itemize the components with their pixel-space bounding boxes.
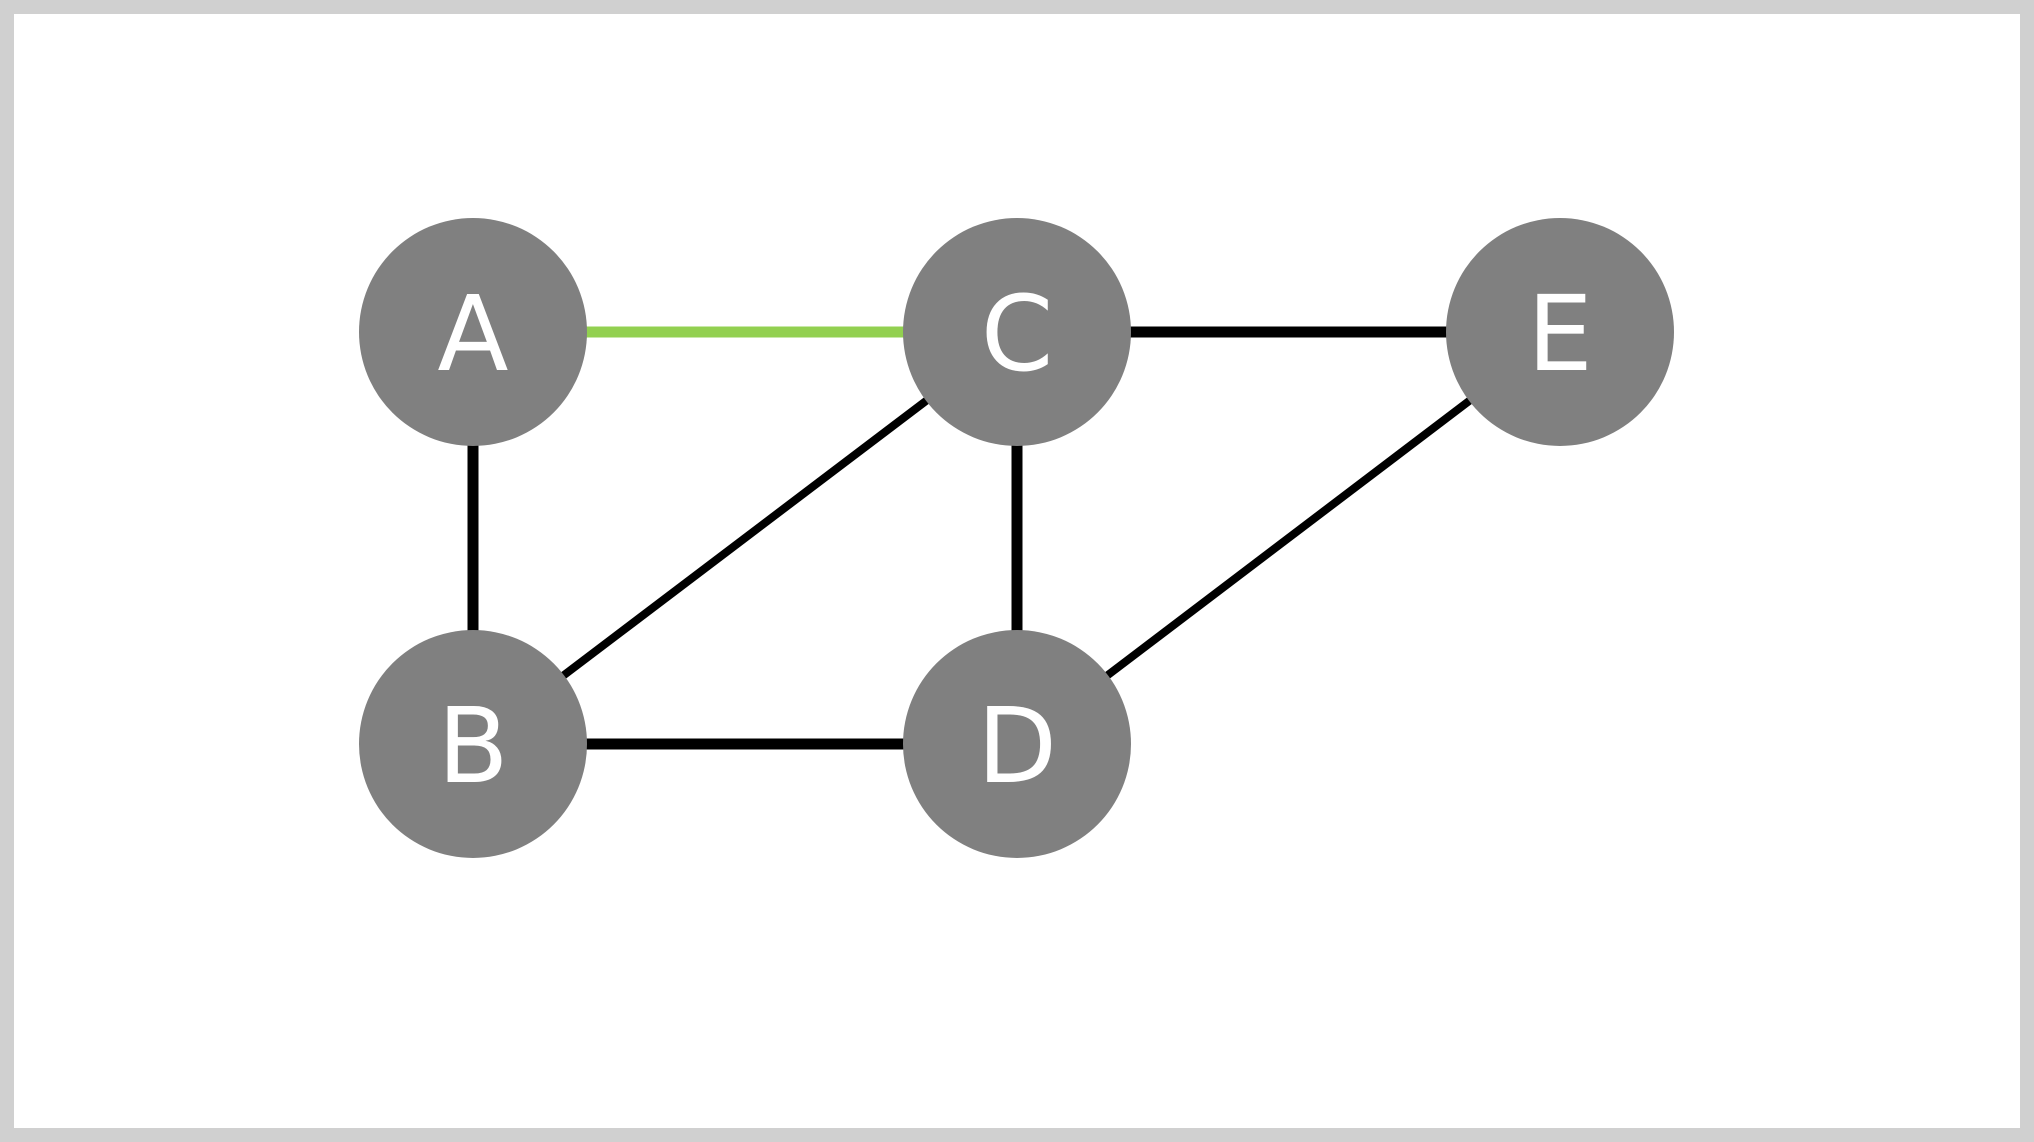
node-d[interactable]: D <box>903 630 1131 858</box>
node-d-circle <box>903 630 1131 858</box>
node-d-label: D <box>977 685 1057 807</box>
node-c-label: C <box>981 273 1054 395</box>
node-a[interactable]: A <box>359 218 587 446</box>
node-b[interactable]: B <box>359 630 587 858</box>
node-c-circle <box>903 218 1131 446</box>
node-b-label: B <box>437 685 508 807</box>
node-e[interactable]: E <box>1446 218 1674 446</box>
node-b-circle <box>359 630 587 858</box>
node-e-circle <box>1446 218 1674 446</box>
node-a-label: A <box>437 273 508 395</box>
node-e-label: E <box>1527 273 1593 395</box>
node-a-circle <box>359 218 587 446</box>
node-c[interactable]: C <box>903 218 1131 446</box>
